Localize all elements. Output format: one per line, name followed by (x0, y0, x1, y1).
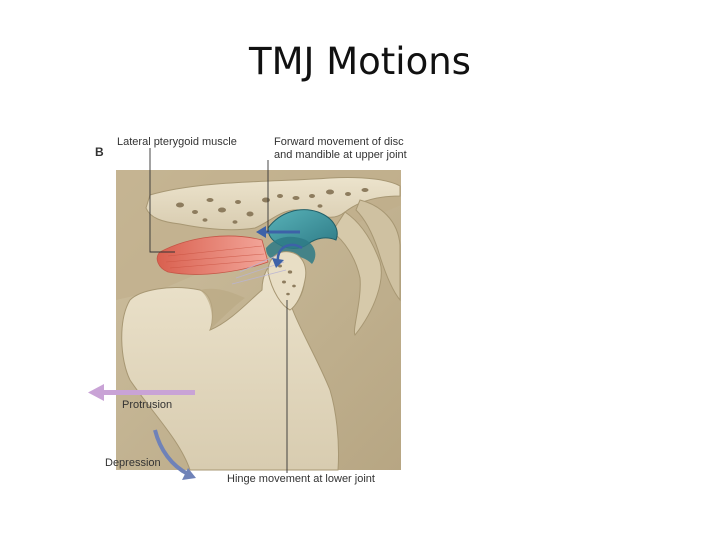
depression-label: Depression (105, 457, 161, 470)
protrusion-arrowhead (88, 384, 104, 401)
protrusion-label: Protrusion (122, 399, 172, 412)
lateral-pterygoid-label: Lateral pterygoid muscle (117, 136, 237, 149)
protrusion-arrow-shaft (100, 390, 195, 395)
forward-movement-label-line2: and mandible at upper joint (274, 149, 407, 162)
panel-letter: B (95, 146, 104, 159)
hinge-movement-label: Hinge movement at lower joint (227, 473, 375, 486)
forward-movement-label-line1: Forward movement of disc (274, 136, 404, 149)
